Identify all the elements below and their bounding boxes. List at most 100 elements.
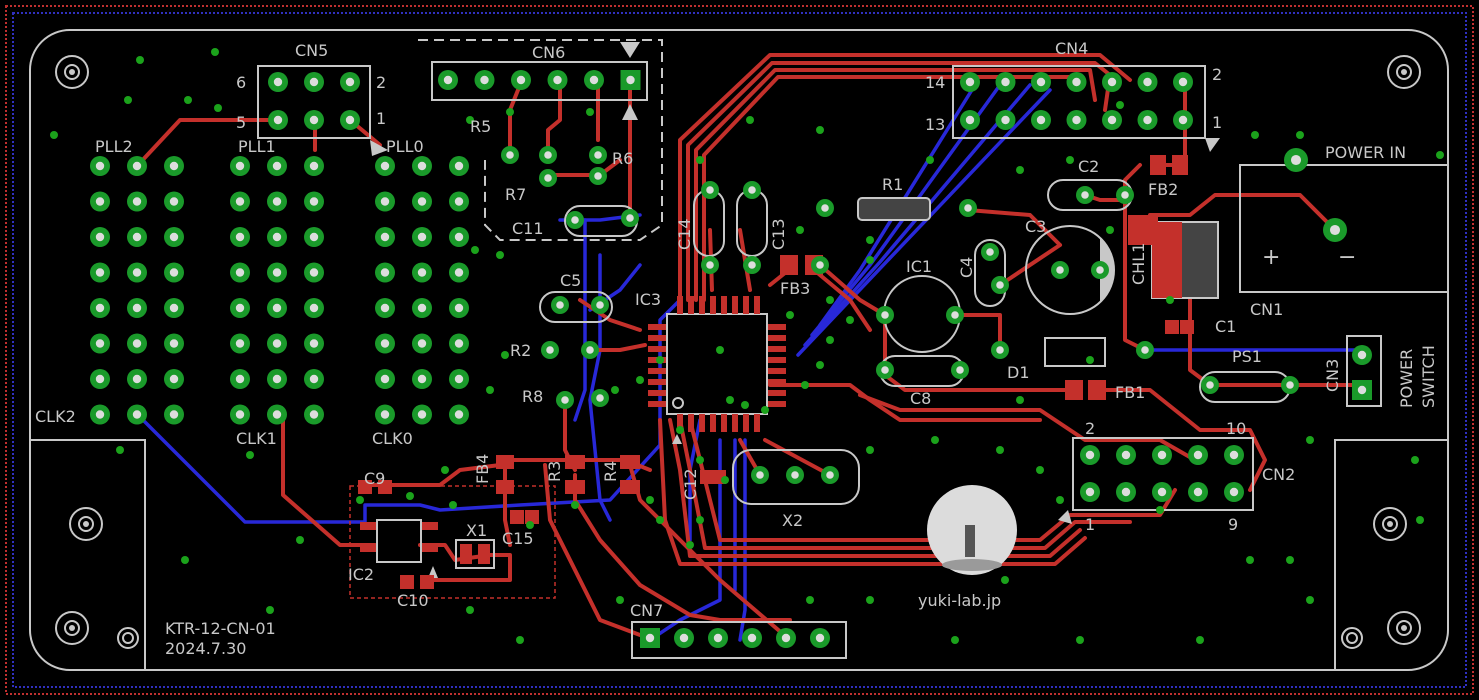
ic3-pad bbox=[648, 401, 666, 407]
label-cn3: CN3 bbox=[1323, 359, 1342, 392]
th-pad bbox=[412, 262, 432, 283]
th-pad bbox=[412, 227, 432, 247]
label-cn2-pin1: 1 bbox=[1085, 515, 1095, 534]
th-pad bbox=[375, 333, 395, 354]
th-pad bbox=[776, 628, 796, 648]
label-r1: R1 bbox=[882, 175, 903, 194]
ic3-pad bbox=[721, 414, 727, 432]
via bbox=[1246, 556, 1254, 564]
th-pad bbox=[304, 333, 324, 354]
label-power-switch-2: SWITCH bbox=[1419, 345, 1438, 408]
label-r4: R4 bbox=[601, 461, 620, 482]
th-pad bbox=[164, 369, 184, 389]
th-pad bbox=[1076, 186, 1094, 204]
th-pad bbox=[304, 369, 324, 389]
label-x1: X1 bbox=[466, 521, 487, 540]
via bbox=[1411, 456, 1419, 464]
label-clk0: CLK0 bbox=[372, 429, 413, 448]
via bbox=[826, 296, 834, 304]
th-pad bbox=[230, 262, 250, 283]
vias bbox=[50, 48, 1444, 644]
th-pad bbox=[164, 404, 184, 425]
th-pad bbox=[995, 72, 1016, 92]
th-pad bbox=[127, 369, 147, 389]
via bbox=[266, 606, 274, 614]
th-pad bbox=[230, 156, 250, 176]
th-pad bbox=[1080, 482, 1100, 502]
th-pad bbox=[743, 256, 761, 274]
th-pad bbox=[991, 276, 1009, 294]
th-pad bbox=[90, 404, 110, 425]
th-pad bbox=[412, 369, 432, 389]
via bbox=[801, 381, 809, 389]
th-pad bbox=[127, 298, 147, 318]
th-pad bbox=[991, 341, 1009, 359]
th-pad bbox=[164, 191, 184, 212]
via bbox=[214, 104, 222, 112]
via bbox=[846, 316, 854, 324]
ic3-pad bbox=[768, 357, 786, 363]
via bbox=[1306, 436, 1314, 444]
th-pad bbox=[267, 262, 287, 283]
th-pad bbox=[412, 191, 432, 212]
th-pad bbox=[1152, 445, 1172, 465]
via bbox=[951, 636, 959, 644]
via bbox=[124, 96, 132, 104]
label-clk2: CLK2 bbox=[35, 407, 76, 426]
label-c5: C5 bbox=[560, 271, 581, 290]
th-pad bbox=[90, 298, 110, 318]
th-pad bbox=[449, 191, 469, 212]
board-frame-blue bbox=[12, 12, 1467, 688]
th-pad bbox=[1173, 72, 1193, 92]
th-pad bbox=[1224, 445, 1244, 465]
via bbox=[796, 226, 804, 234]
th-pad bbox=[1188, 482, 1208, 502]
th-pad bbox=[90, 156, 110, 176]
th-pad bbox=[511, 70, 531, 90]
th-pad bbox=[230, 227, 250, 247]
th-pad bbox=[127, 191, 147, 212]
via bbox=[656, 516, 664, 524]
th-pad bbox=[959, 199, 977, 217]
label-ic3: IC3 bbox=[635, 290, 661, 309]
th-pad bbox=[591, 389, 609, 407]
via bbox=[816, 126, 824, 134]
th-pad bbox=[1136, 341, 1154, 359]
label-board-date: 2024.7.30 bbox=[165, 639, 246, 658]
th-pad bbox=[539, 169, 557, 187]
th-pad bbox=[267, 227, 287, 247]
th-pad bbox=[412, 333, 432, 354]
via bbox=[741, 401, 749, 409]
via bbox=[816, 361, 824, 369]
via bbox=[406, 492, 414, 500]
th-pad bbox=[449, 404, 469, 425]
th-pad bbox=[438, 70, 458, 90]
via bbox=[656, 356, 664, 364]
th-pad bbox=[1152, 482, 1172, 502]
label-r2: R2 bbox=[510, 341, 531, 360]
ic3-pad bbox=[754, 296, 760, 314]
th-pad bbox=[375, 227, 395, 247]
label-cn5-pin6: 6 bbox=[236, 73, 246, 92]
label-r5: R5 bbox=[470, 117, 491, 136]
via bbox=[1001, 576, 1009, 584]
th-pad bbox=[1323, 218, 1347, 242]
th-pad bbox=[946, 306, 964, 324]
ic3-pad bbox=[710, 296, 716, 314]
label-fb4: FB4 bbox=[473, 454, 492, 484]
th-pad bbox=[449, 156, 469, 176]
label-c9: C9 bbox=[364, 469, 385, 488]
via bbox=[676, 426, 684, 434]
via bbox=[686, 541, 694, 549]
th-pad bbox=[708, 628, 728, 648]
th-pad bbox=[230, 191, 250, 212]
via bbox=[696, 456, 704, 464]
via bbox=[1251, 131, 1259, 139]
th-pad bbox=[449, 333, 469, 354]
via bbox=[496, 251, 504, 259]
label-d1: D1 bbox=[1007, 363, 1030, 382]
label-fb3: FB3 bbox=[780, 279, 810, 298]
th-pad bbox=[1137, 110, 1158, 130]
via bbox=[181, 556, 189, 564]
